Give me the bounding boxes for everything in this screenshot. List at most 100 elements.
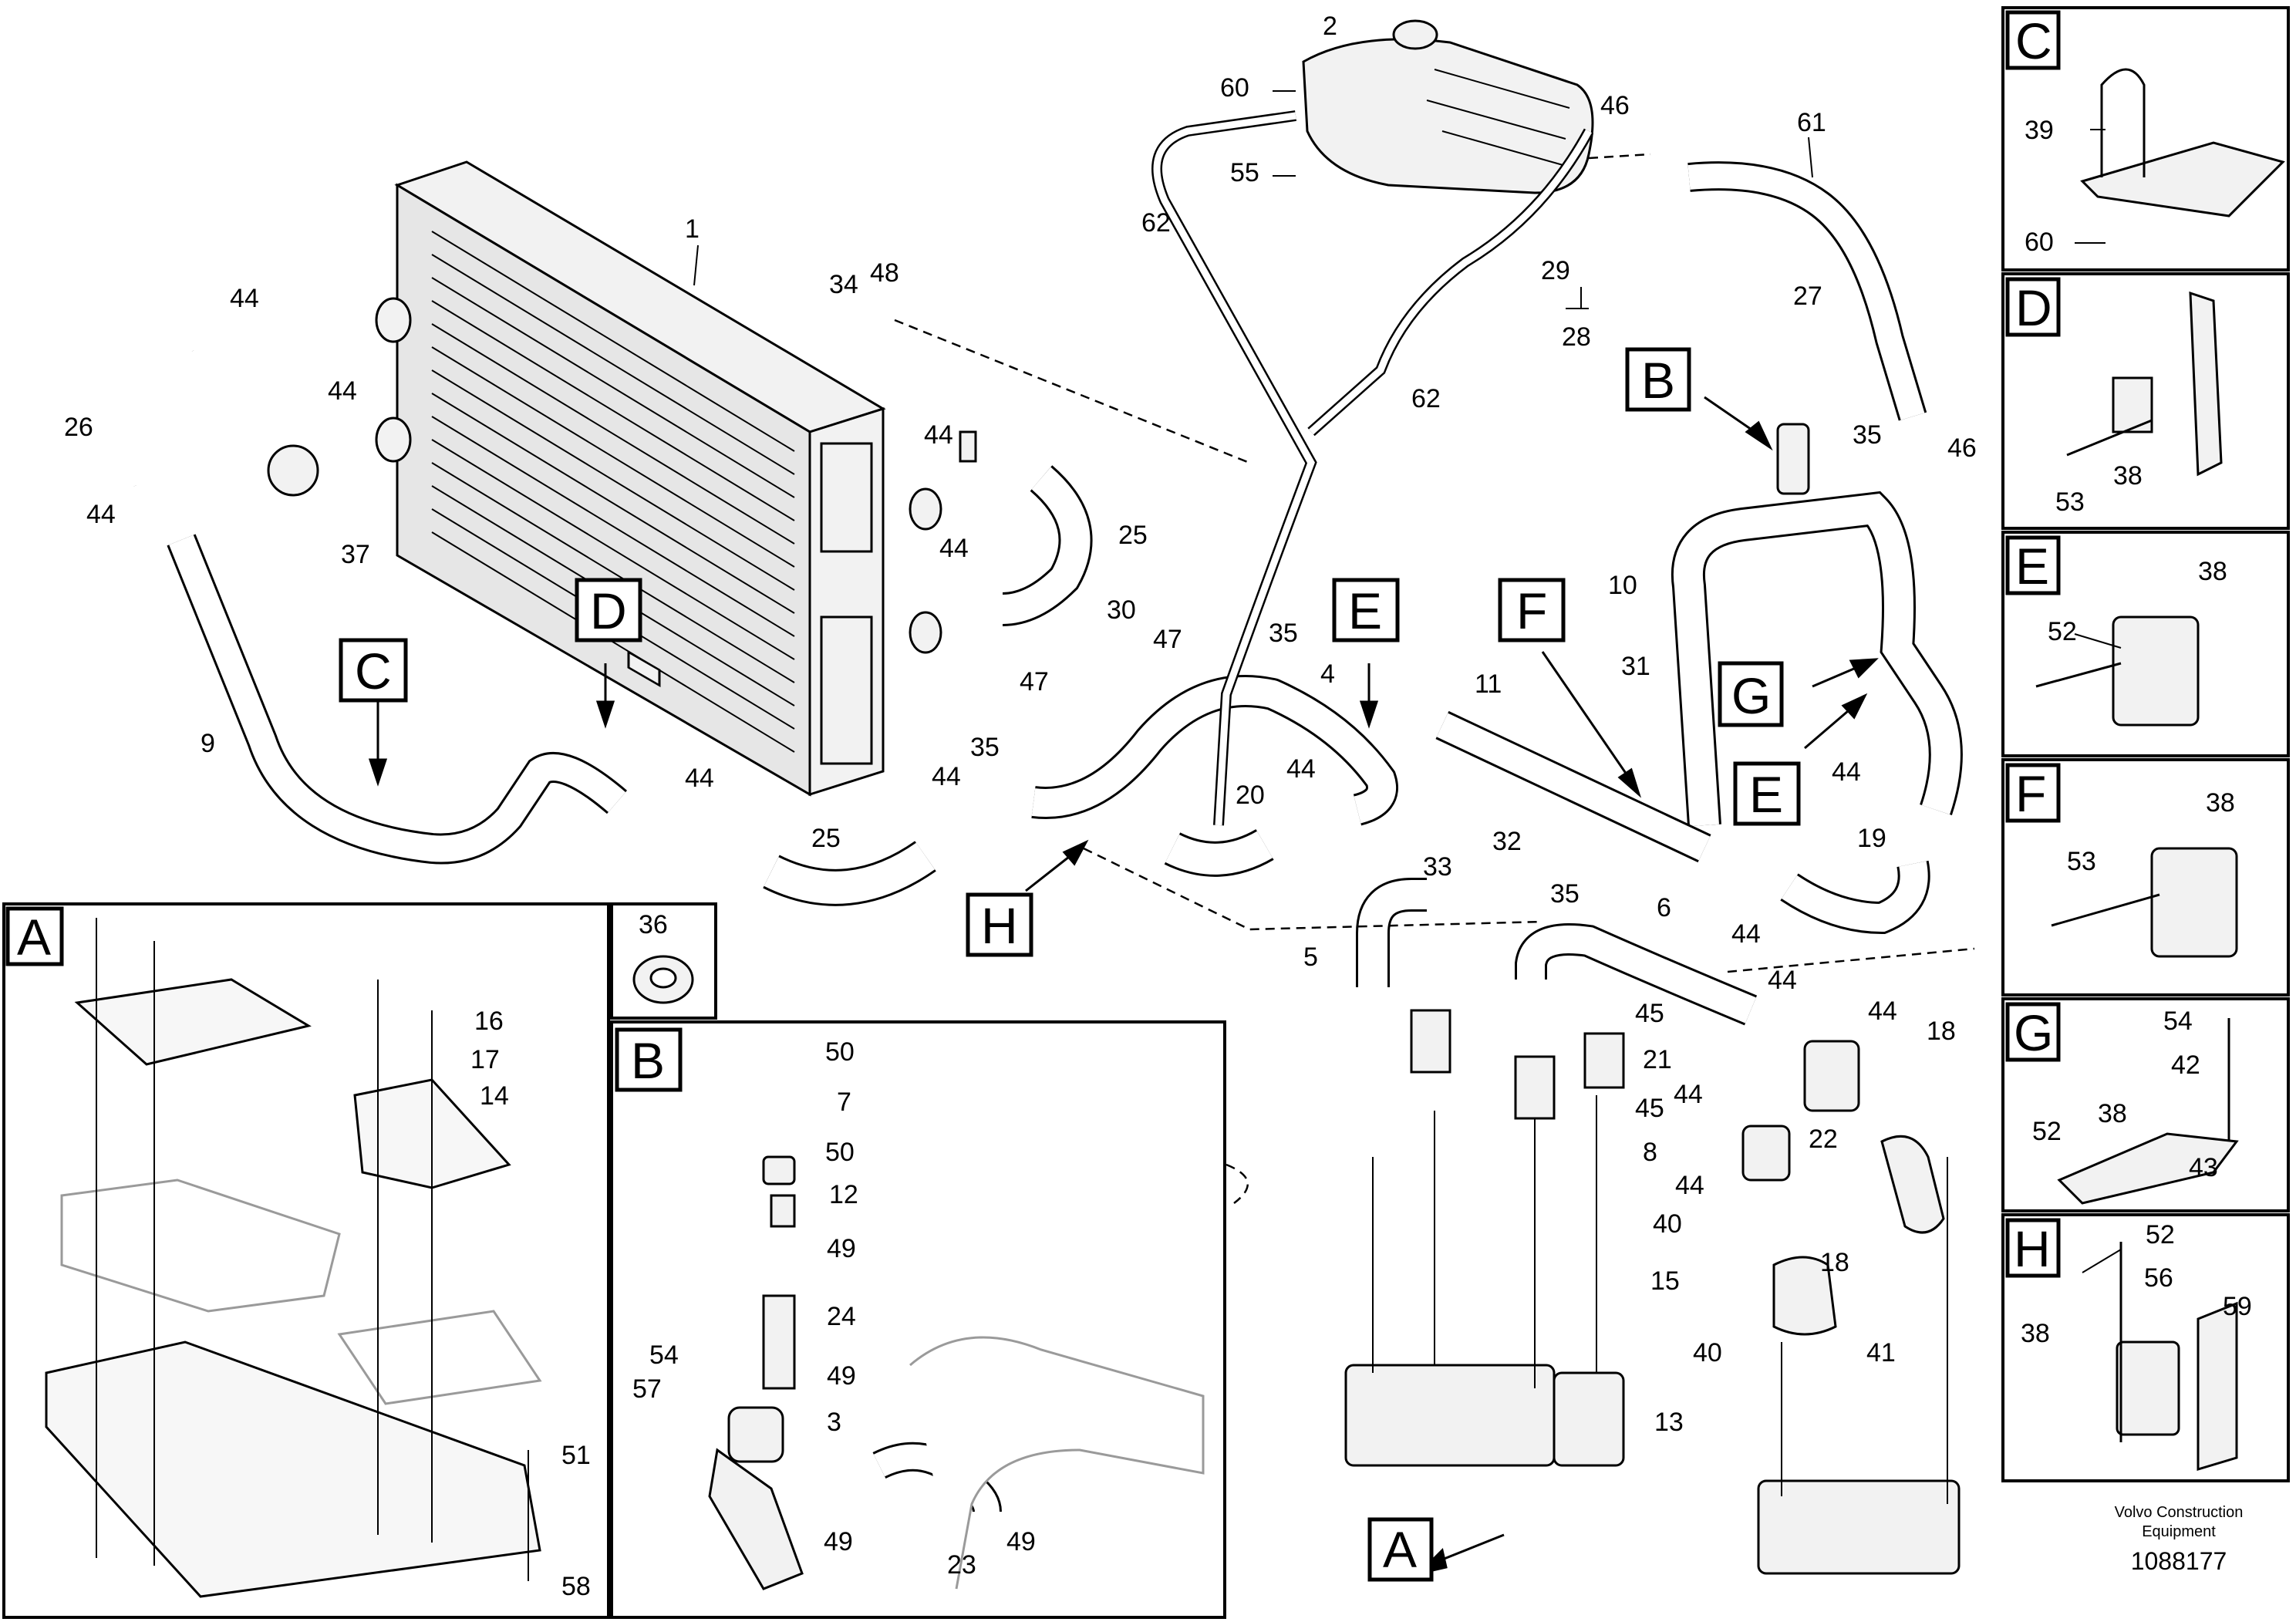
callout: 35: [1550, 879, 1580, 909]
callout: 44: [685, 764, 714, 793]
callout: 53: [2067, 847, 2096, 876]
callout: 27: [1793, 282, 1822, 311]
detail-h-letter: H: [2014, 1220, 2051, 1277]
detail-d-letter: D: [2015, 279, 2052, 336]
callout: 7: [837, 1088, 851, 1117]
detail-f-letter: F: [2015, 765, 2046, 822]
callout: 46: [1600, 91, 1630, 120]
callout: 26: [64, 413, 93, 442]
callout: 47: [1020, 667, 1049, 696]
fittings: [267, 423, 1945, 1390]
view-e-pointer-letter: E: [1348, 582, 1382, 639]
callout: 40: [1693, 1338, 1722, 1367]
detail-h-frame: [2001, 1213, 2290, 1482]
leader-lines: [693, 90, 2122, 1273]
hose-network: [112, 110, 1963, 1513]
callout: 60: [1220, 73, 1249, 103]
callout: 44: [1868, 996, 1897, 1026]
view-letters: A B A B C D E F G E H C D E F G H: [17, 12, 2053, 1578]
detail-g-frame: [2001, 997, 2290, 1212]
callout: 28: [1562, 322, 1591, 352]
callout: 44: [1731, 919, 1761, 949]
detail-d-frame: [2001, 272, 2290, 530]
callout: 44: [939, 534, 969, 563]
view-a-drawing: [45, 918, 542, 1598]
view-36-frame: [610, 902, 717, 1020]
callout: 25: [1118, 521, 1148, 550]
callout: 15: [1650, 1266, 1680, 1296]
view-f-pointer-letter: F: [1516, 582, 1547, 639]
view-h-pointer-letter: H: [981, 897, 1018, 954]
callout: 24: [827, 1302, 856, 1331]
view-d-pointer-letter: D: [590, 582, 627, 639]
detail-e-drawing: [2035, 615, 2200, 727]
callout: 38: [2113, 461, 2143, 491]
callout: 59: [2223, 1292, 2252, 1321]
gasket-36: [632, 955, 694, 1004]
callout: 36: [639, 910, 668, 939]
detail-g-letter: G: [2014, 1004, 2053, 1061]
callout: 32: [1492, 827, 1522, 856]
callout: 46: [1947, 433, 1977, 463]
callout: 57: [632, 1374, 662, 1404]
callout: 35: [970, 733, 1000, 762]
callout: 44: [932, 762, 961, 791]
callout: 38: [2098, 1099, 2127, 1128]
callout: 29: [1541, 256, 1570, 285]
detail-f-frame: [2001, 758, 2290, 996]
callout: 47: [1153, 625, 1182, 654]
callouts: 1 2 60 55 62 62 46 61 29 28 27 34 48 44 …: [64, 12, 2252, 1601]
callout: 35: [1269, 619, 1298, 648]
radiator: [394, 160, 886, 797]
callout: 52: [2048, 617, 2077, 646]
view-b-drawing: [708, 1155, 1205, 1590]
detail-h-drawing: [2116, 1242, 2238, 1472]
callout: 22: [1809, 1125, 1838, 1154]
callout: 23: [947, 1550, 976, 1580]
manufacturer-line2: Equipment: [2142, 1523, 2216, 1540]
footer: Volvo Construction Equipment 1088177: [2115, 1504, 2244, 1575]
drawing-number: 1088177: [2131, 1547, 2227, 1575]
callout: 39: [2025, 116, 2054, 145]
detail-e-frame: [2001, 531, 2290, 757]
detail-g-drawing: [2057, 1018, 2239, 1205]
view-e2-pointer-letter: E: [1749, 766, 1783, 823]
callout: 49: [824, 1527, 853, 1556]
callout: 9: [201, 729, 215, 758]
callout: 12: [829, 1180, 858, 1209]
reference-lines: [894, 153, 1975, 1204]
callout: 17: [470, 1045, 500, 1074]
callout: 44: [86, 500, 116, 529]
callout: 33: [1423, 852, 1452, 882]
view-a-pointer-letter: A: [1383, 1521, 1417, 1578]
callout: 54: [649, 1340, 679, 1370]
callout: 49: [827, 1234, 856, 1263]
oil-coolers: [1344, 1095, 1961, 1575]
view-b-letter: B: [631, 1032, 665, 1089]
manufacturer-line1: Volvo Construction: [2115, 1504, 2244, 1521]
callout: 38: [2206, 788, 2235, 818]
callout: 18: [1820, 1248, 1849, 1277]
callout: 10: [1608, 571, 1637, 600]
callout: 44: [1768, 966, 1797, 995]
callout: 3: [827, 1408, 841, 1437]
callout: 44: [1675, 1171, 1704, 1200]
callout: 19: [1857, 824, 1886, 853]
callout: 62: [1141, 208, 1171, 238]
callout: 44: [328, 376, 357, 406]
callout: 44: [924, 420, 953, 450]
callout: 37: [341, 540, 370, 569]
radiator-stubs: [375, 297, 942, 654]
callout: 61: [1797, 108, 1826, 137]
callout: 25: [811, 824, 841, 853]
detail-c-frame: [2001, 6, 2290, 271]
callout: 11: [1475, 669, 1502, 699]
callout: 38: [2021, 1319, 2050, 1348]
callout: 13: [1654, 1408, 1684, 1437]
callout: 56: [2144, 1263, 2173, 1293]
callout: 40: [1653, 1209, 1682, 1239]
view-g-pointer-letter: G: [1731, 667, 1771, 724]
callout: 42: [2171, 1050, 2200, 1080]
callout: 58: [561, 1572, 591, 1601]
callout: 52: [2146, 1220, 2175, 1249]
